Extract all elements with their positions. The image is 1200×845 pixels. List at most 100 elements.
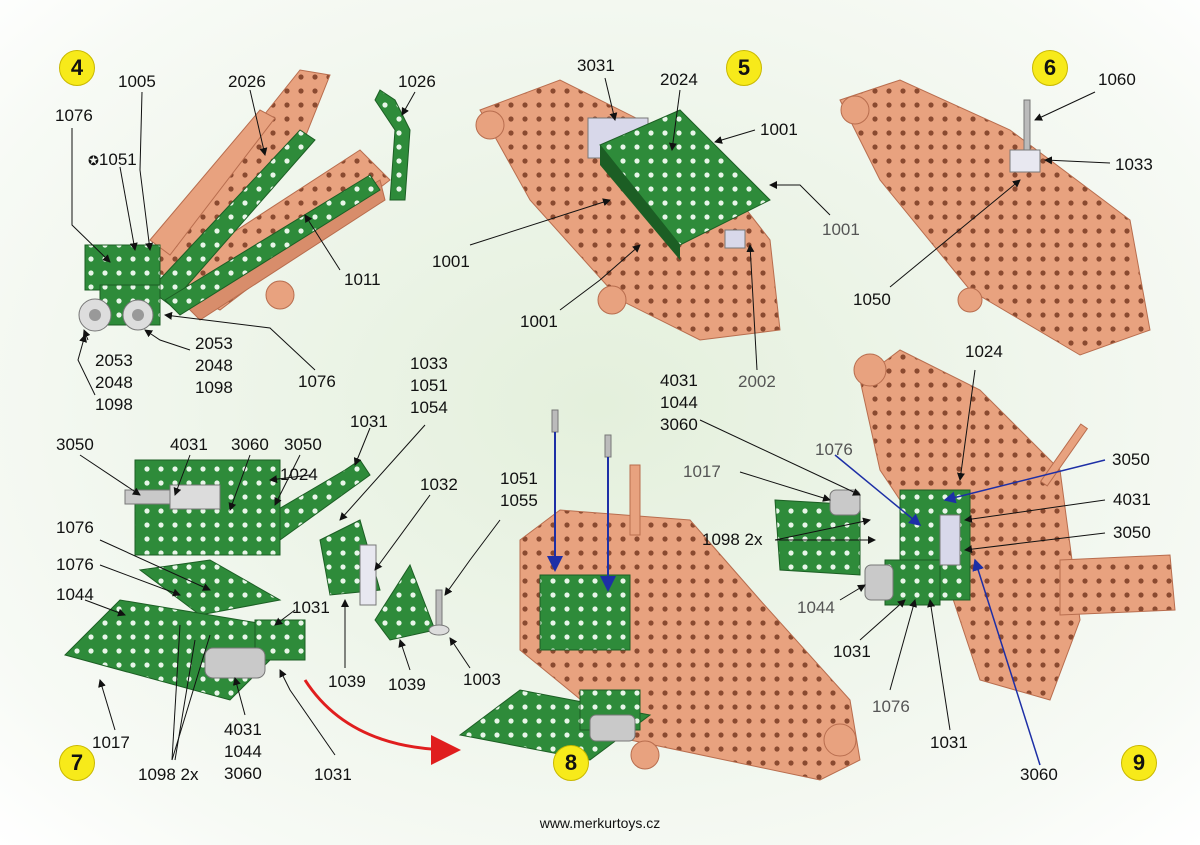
- step4-model: [78, 69, 411, 341]
- step8-leaders: [444, 519, 501, 596]
- step9-blue-leaders: [834, 454, 1106, 766]
- bolt-1033: [435, 589, 443, 631]
- bolt: [604, 434, 612, 458]
- part-label: 3050: [56, 435, 94, 454]
- green-plate: [539, 574, 631, 651]
- part-label: 3050: [1113, 523, 1151, 542]
- part-label: 1076: [55, 106, 93, 125]
- copper-post: [1039, 423, 1089, 487]
- axle-3050: [939, 514, 961, 566]
- part-label: 1060: [1098, 70, 1136, 89]
- copper-wheel: [823, 723, 857, 757]
- part-label: 1032: [420, 475, 458, 494]
- part-label: 1098 2x: [702, 530, 763, 549]
- green-bracket-1076: [84, 244, 161, 291]
- part-label: 1011: [344, 270, 381, 289]
- strip-1032: [359, 544, 377, 606]
- part-label: 1017: [683, 462, 721, 481]
- part-label: 1031: [930, 733, 968, 752]
- part-label: 1076: [872, 697, 910, 716]
- wheel-grey: [589, 714, 636, 742]
- part-label: 1050: [853, 290, 891, 309]
- step-number-badge: 8: [553, 745, 589, 781]
- green-strip-2026: [149, 129, 316, 306]
- step5-leaders: [469, 77, 831, 371]
- part-label: 3050: [284, 435, 322, 454]
- part-label: 1031: [350, 412, 388, 431]
- step4-leaders: [71, 89, 416, 396]
- step-number-badge: 5: [726, 50, 762, 86]
- part-label: 1017: [92, 733, 130, 752]
- copper-wheel: [853, 353, 887, 387]
- green-strip-1026: [374, 89, 411, 201]
- part-label: ✪1051: [88, 150, 137, 169]
- part-label: 1076: [56, 555, 94, 574]
- copper-wheel: [475, 110, 505, 140]
- copper-plate: [1059, 554, 1176, 616]
- part-label: 3050: [1112, 450, 1150, 469]
- wheel-1017-roller: [829, 489, 861, 516]
- website-url[interactable]: www.merkurtoys.cz: [539, 815, 661, 831]
- part-label: 4031: [170, 435, 208, 454]
- part-label: 1024: [965, 342, 1003, 361]
- part-label: 1003: [463, 670, 501, 689]
- step9-model: [774, 349, 1176, 701]
- green-plate-2024: [600, 145, 680, 260]
- red-transition-arrow: [303, 679, 461, 765]
- part-label: 1039: [388, 675, 426, 694]
- step8-model: [458, 409, 861, 781]
- step-number-badge: 6: [1032, 50, 1068, 86]
- copper-body: [479, 79, 781, 341]
- step-number-badge: 7: [59, 745, 95, 781]
- copper-wheel: [957, 287, 983, 313]
- copper-wheel: [597, 285, 627, 315]
- part-label: 1044: [56, 585, 94, 604]
- bracket-1039: [374, 563, 436, 641]
- grey-bracket-2002: [724, 229, 746, 249]
- step7-leaders: [79, 424, 471, 761]
- green-strip-1011: [164, 174, 381, 316]
- part-label: 1033: [1115, 155, 1153, 174]
- step6-model: [839, 79, 1151, 356]
- part-label: 1076: [298, 372, 336, 391]
- part-label: 1039: [328, 672, 366, 691]
- part-label: 1001: [760, 120, 798, 139]
- part-label: 3060: [1020, 765, 1058, 784]
- copper-body: [839, 79, 1151, 356]
- step-number-badge: 9: [1121, 745, 1157, 781]
- part-label: 1031: [833, 642, 871, 661]
- part-label: 2002: [738, 372, 776, 391]
- part-label: 1031: [292, 598, 330, 617]
- part-label: 2024: [660, 70, 698, 89]
- part-label: 1076: [56, 518, 94, 537]
- part-label: 1001: [520, 312, 558, 331]
- part-label: 1044: [797, 598, 835, 617]
- copper-arm: [149, 109, 276, 256]
- part-label: 2026: [228, 72, 266, 91]
- wheel-1044: [204, 647, 266, 679]
- part-label: 4031: [1113, 490, 1151, 509]
- copper-wheel: [265, 280, 295, 310]
- part-label: 1001: [822, 220, 860, 239]
- washer-1003: [428, 624, 450, 636]
- part-label: 1098 2x: [138, 765, 199, 784]
- copper-wheel: [840, 95, 870, 125]
- step6-leaders: [889, 91, 1111, 288]
- part-label: 1076: [815, 440, 853, 459]
- step7-model: [64, 459, 450, 701]
- part-label: 1026: [398, 72, 436, 91]
- part-label: 1001: [432, 252, 470, 271]
- step9-leaders: [699, 369, 1106, 731]
- wheel-1044: [864, 564, 894, 601]
- part-label: 1024: [280, 465, 318, 484]
- bracket-1033: [1009, 149, 1041, 173]
- step-number-badge: 4: [59, 50, 95, 86]
- step5-model: [475, 79, 781, 341]
